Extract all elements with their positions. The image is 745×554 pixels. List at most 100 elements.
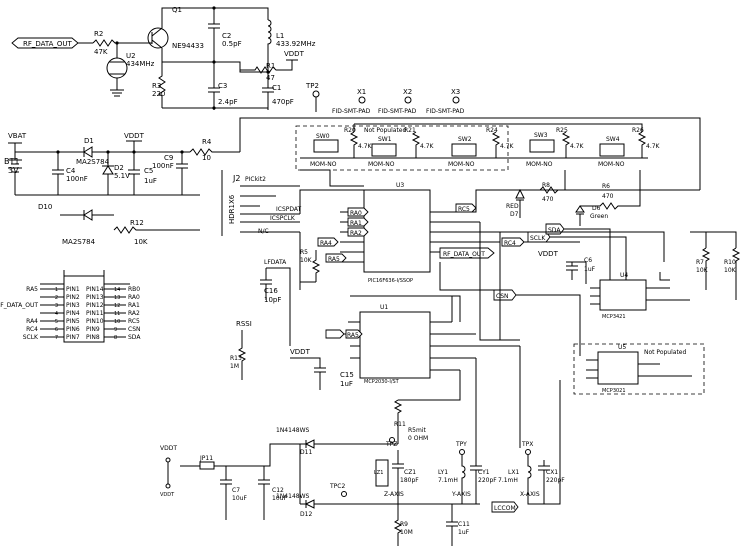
- vbat-label: VBAT: [8, 132, 27, 140]
- u2-saw-resonator-icon: [106, 57, 128, 79]
- connector-pin-name: PIN9: [86, 326, 100, 333]
- c3-capacitor: [208, 80, 220, 110]
- c15-capacitor: [290, 357, 326, 390]
- tp2-pad-icon: [312, 90, 320, 98]
- j2-header-section: J2 PICkit2 HDR1X6 ICSPDAT ICSPCLK N/C: [221, 170, 302, 236]
- connector-pin-number: 4: [55, 311, 58, 317]
- r10-value: 10K: [724, 267, 737, 274]
- connector-pin-number: 14: [114, 287, 120, 293]
- u5-adc-not-populated: Not Populated U5 MCP3021: [573, 343, 705, 395]
- cx1-label: CX1: [546, 469, 558, 476]
- c6-label: C6: [584, 257, 592, 264]
- c4-label: C4: [66, 167, 76, 175]
- test-pads: TP2 X1 FID-SMT-PAD X2 FID-SMT-PAD X3 FID…: [305, 82, 465, 115]
- connector-net-label: RA0: [128, 294, 140, 301]
- d11-diode-icon: [300, 439, 398, 449]
- d10-label: D10: [38, 203, 52, 211]
- connector-pin-name: PIN12: [86, 302, 104, 309]
- c15-value: 1uF: [340, 380, 353, 388]
- c11-capacitor: [446, 504, 458, 546]
- connector-pin-name: PIN11: [86, 310, 104, 317]
- net-label: RA2: [350, 230, 362, 237]
- u2-label: U2: [126, 52, 136, 60]
- r24-value: 4.7K: [500, 143, 515, 150]
- r5-value: 10K: [300, 257, 313, 264]
- u1-lf-frontend: U1 MCP2030-I/ST RA5 VDDT C15 1uF RSSI R1…: [230, 249, 520, 390]
- sw0-button-icon: [313, 139, 339, 153]
- cy1-value: 220pF: [478, 477, 497, 484]
- r20-value: 4.7K: [358, 143, 373, 150]
- r5-resistor: [311, 250, 321, 282]
- x2-pad-icon: [404, 96, 412, 104]
- hdr-label: HDR1X6: [228, 194, 236, 224]
- cy1-capacitor: [470, 460, 482, 488]
- u1-ic-body: [359, 311, 431, 379]
- sw2-button-icon: [451, 143, 477, 157]
- not-populated-label: Not Populated: [364, 127, 406, 134]
- connector-14pin: D10 MA2S784 R12 10K: [38, 203, 200, 343]
- tp2-label: TP2: [305, 82, 319, 90]
- u5-ic-body: [597, 351, 639, 385]
- r10-resistor: [731, 247, 741, 300]
- c16-label: C16: [264, 287, 278, 295]
- c5-value: 1uF: [144, 177, 157, 185]
- sw4-button-icon: [599, 143, 625, 157]
- c2-label: C2: [222, 32, 231, 40]
- u4-part: MCP3421: [602, 314, 626, 320]
- r12-value: 10K: [134, 238, 148, 246]
- r26-label: R26: [632, 127, 644, 134]
- sw4-label: SW4: [606, 136, 620, 143]
- d1-part: MA2S784: [76, 158, 110, 166]
- l1-label: L1: [276, 32, 284, 40]
- r21-value: 4.7K: [420, 143, 435, 150]
- vddt-label: VDDT: [160, 445, 177, 452]
- sw1-button-icon: [371, 143, 397, 157]
- c11-value: 1uF: [458, 529, 470, 536]
- cz1-value: 180pF: [400, 477, 419, 484]
- ly1-label: LY1: [438, 469, 448, 476]
- c2-value: 0.5pF: [222, 40, 242, 48]
- c9-value: 100nF: [152, 162, 174, 170]
- vddt-label: VDDT: [124, 132, 145, 140]
- q1-label: Q1: [172, 6, 182, 14]
- connector-pin-number: 5: [55, 319, 58, 325]
- icspclk-label: ICSPCLK: [270, 215, 296, 222]
- c6-value: 1uF: [584, 266, 596, 273]
- r13-value: 1M: [230, 363, 239, 370]
- x3-label: X3: [451, 88, 460, 96]
- connector-net-label: RC5: [128, 318, 140, 325]
- r3-resistor: [158, 62, 166, 108]
- r1-label: R1: [266, 62, 275, 70]
- net-flag-ra2: [347, 227, 369, 237]
- bottom-supply-section: VDDT VDDT JP11 C7 10uF C12 10uF: [160, 443, 300, 520]
- c9-capacitor: [176, 152, 188, 180]
- r25-value: 4.7K: [570, 143, 585, 150]
- power-input-section: VBAT BT1 3V D1 MA2S784 C4 100nF D2 5.1V …: [4, 117, 701, 196]
- connector-pin-number: 13: [114, 295, 120, 301]
- r6-resistor: [580, 170, 641, 210]
- net-flag-rc4: [501, 237, 525, 247]
- sw0-label: SW0: [316, 133, 330, 140]
- connector-net-label: RA5: [26, 286, 38, 293]
- r6-label: R6: [602, 183, 610, 190]
- connector-pin-name: PIN14: [86, 286, 104, 293]
- tpy-pad-icon: [459, 449, 465, 455]
- u1-label: U1: [380, 304, 388, 311]
- connector-pin-number: 8: [114, 335, 117, 341]
- c12-label: C12: [272, 487, 284, 494]
- connector-pin-name: PIN13: [86, 294, 104, 301]
- net-label: RA4: [320, 240, 332, 247]
- d12-diode-icon: [300, 499, 480, 509]
- d11-part: 1N4148WS: [276, 427, 310, 434]
- c11-label: C11: [458, 521, 470, 528]
- net-flag-ra5-left: [325, 329, 345, 339]
- r7-value: 10K: [696, 267, 709, 274]
- x2-fid: FID-SMT-PAD: [378, 108, 417, 115]
- nc-label: N/C: [258, 228, 269, 235]
- sw2-label: SW2: [458, 136, 472, 143]
- ly1-inductor: [461, 455, 466, 488]
- net-flag-ra5: [325, 253, 347, 263]
- lz1-label: LZ1: [374, 470, 383, 476]
- cy1-label: CY1: [478, 469, 490, 476]
- bt1-label: BT1: [4, 157, 19, 166]
